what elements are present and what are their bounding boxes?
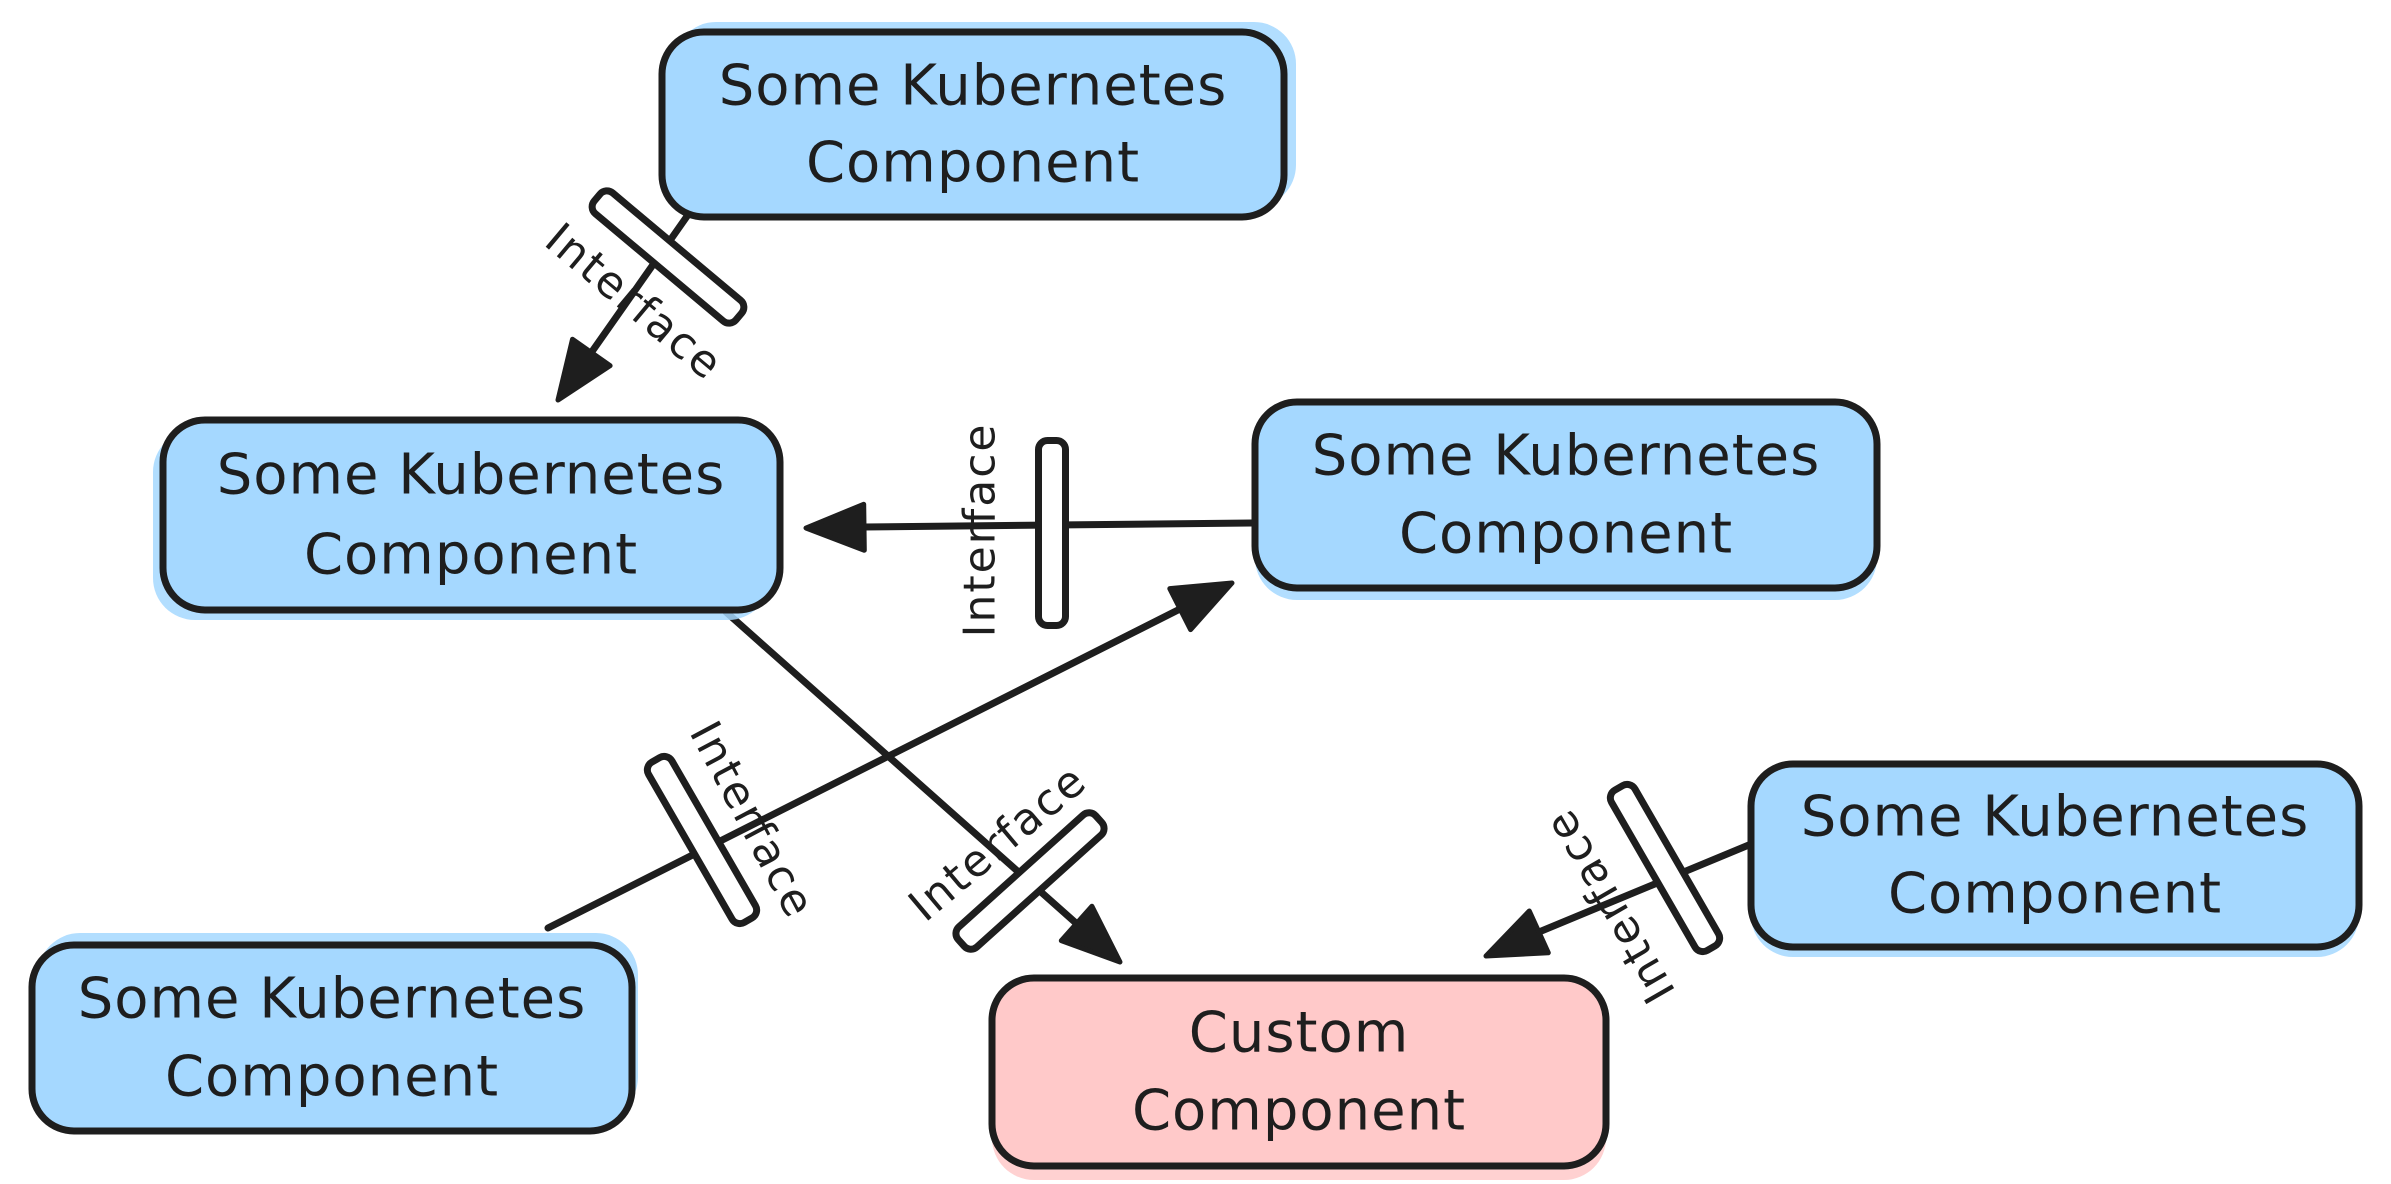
interface-bar <box>643 752 761 928</box>
interface-bar <box>1606 780 1724 956</box>
interface-bar <box>952 809 1108 953</box>
node-kubernetes-bottom-left: Some Kubernetes Component <box>28 933 638 1135</box>
interface-bar <box>588 187 748 327</box>
node-custom-component: Custom Component <box>988 974 1610 1180</box>
node-shape <box>1251 398 1881 592</box>
node-label-line1: Custom <box>1189 1001 1410 1066</box>
node-label-line2: Component <box>1132 1079 1466 1144</box>
node-shape <box>988 974 1610 1170</box>
interface-bar <box>1035 437 1069 629</box>
node-label-line1: Some Kubernetes <box>719 54 1228 119</box>
edge-mid-right-to-mid-left: Interface <box>803 423 1256 638</box>
node-label-line2: Component <box>1399 502 1733 567</box>
arrowhead-icon <box>1167 580 1235 633</box>
node-kubernetes-bottom-right: Some Kubernetes Component <box>1747 760 2363 957</box>
node-label-line1: Some Kubernetes <box>1801 785 2310 850</box>
node-kubernetes-mid-left: Some Kubernetes Component <box>153 416 784 620</box>
arrowhead-icon <box>555 336 613 403</box>
node-kubernetes-mid-right: Some Kubernetes Component <box>1251 398 1881 600</box>
arrowhead-icon <box>1483 908 1551 959</box>
node-label-line1: Some Kubernetes <box>78 967 587 1032</box>
node-kubernetes-top: Some Kubernetes Component <box>658 22 1296 221</box>
node-shape <box>28 941 636 1135</box>
arrowhead-icon <box>803 501 867 553</box>
edge-line <box>544 605 1184 932</box>
arrowhead-icon <box>1058 903 1123 965</box>
node-label-line1: Some Kubernetes <box>217 443 726 508</box>
edge-line <box>587 208 694 357</box>
node-label-line2: Component <box>1888 862 2222 927</box>
node-shape <box>159 416 784 614</box>
node-shape <box>658 28 1288 221</box>
node-label-line2: Component <box>165 1045 499 1110</box>
node-label-line2: Component <box>806 131 1140 196</box>
edge-label: Interface <box>955 423 1006 638</box>
node-label-line1: Some Kubernetes <box>1312 424 1821 489</box>
node-shape <box>1747 760 2363 951</box>
edge-line <box>1535 838 1760 936</box>
node-label-line2: Component <box>304 523 638 588</box>
